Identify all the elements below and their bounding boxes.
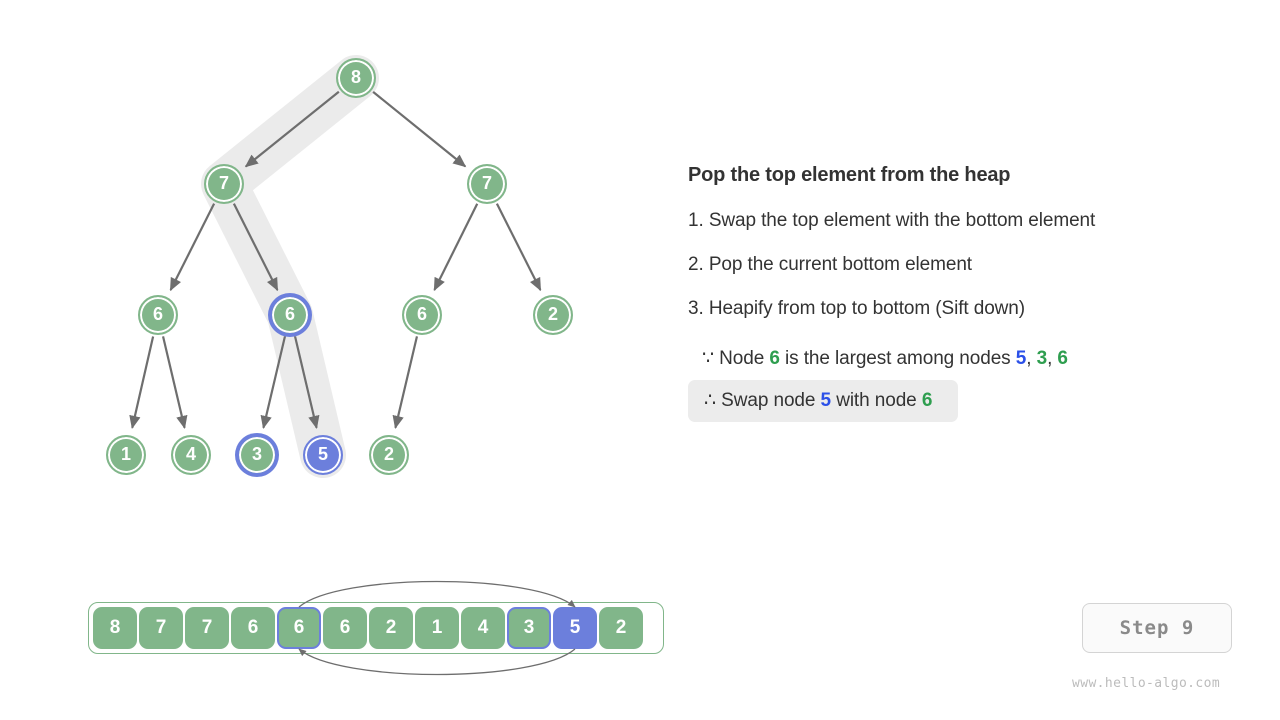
therefore-symbol: ∴ xyxy=(704,390,716,411)
tree-node: 3 xyxy=(237,435,277,475)
array-cell: 2 xyxy=(599,607,643,649)
tree-edge xyxy=(372,90,467,168)
array-cell-value: 6 xyxy=(339,617,351,638)
array-cell: 7 xyxy=(185,607,229,649)
array-cell-value: 6 xyxy=(247,617,259,638)
array-cell-value: 5 xyxy=(569,617,581,638)
array-cell-value: 7 xyxy=(155,617,167,638)
highlight-ribbon xyxy=(201,55,379,478)
tree-node-value: 6 xyxy=(416,304,427,324)
tree-node: 2 xyxy=(533,295,573,335)
conclusion-line: ∴ Swap node 5 with node 6 xyxy=(688,380,959,422)
tree-node-value: 8 xyxy=(350,67,361,87)
reason-pre: Node xyxy=(714,348,770,369)
array-cell: 8 xyxy=(93,607,137,649)
tree-node: 2 xyxy=(369,435,409,475)
page-title: Pop the top element from the heap xyxy=(688,164,1011,186)
step-item-1: 1. Swap the top element with the bottom … xyxy=(688,210,1096,231)
conclusion-to-value: 6 xyxy=(921,390,933,411)
array-cell-value: 1 xyxy=(431,617,443,638)
tree-node-value: 1 xyxy=(120,444,131,464)
array-cell: 7 xyxy=(139,607,183,649)
array-cell-value: 6 xyxy=(293,617,305,638)
tree-node: 5 xyxy=(303,435,343,475)
tree-node: 4 xyxy=(171,435,211,475)
tree-node: 6 xyxy=(402,295,442,335)
explanation-panel: Pop the top element from the heap 1. Swa… xyxy=(688,164,1248,422)
tree-edge xyxy=(169,203,216,292)
because-symbol: ∵ xyxy=(702,348,714,369)
tree-node-value: 2 xyxy=(383,444,394,464)
tree-edge xyxy=(392,336,419,430)
array-cell: 2 xyxy=(369,607,413,649)
watermark: www.hello-algo.com xyxy=(1072,676,1221,691)
tree-node: 1 xyxy=(106,435,146,475)
reason-sep-1: , xyxy=(1026,348,1037,369)
array-cell-value: 2 xyxy=(385,617,397,638)
tree-edges xyxy=(129,90,542,430)
array-cells: 8 7 7 6 6 6 2 1 4 3 5 2 xyxy=(93,607,643,649)
reason-line: ∵ Node 6 is the largest among nodes 5, 3… xyxy=(688,345,1248,372)
reason-candidate-3: 6 xyxy=(1057,348,1068,369)
array-cell-value: 7 xyxy=(201,617,213,638)
reason-candidate-1: 5 xyxy=(1015,348,1027,369)
tree-edge xyxy=(495,203,542,292)
array-cell: 6 xyxy=(231,607,275,649)
array-cell: 6 xyxy=(277,607,321,649)
array-cell-value: 8 xyxy=(109,617,121,638)
reason-mid: is the largest among nodes xyxy=(779,348,1016,369)
reason-candidate-2: 3 xyxy=(1036,348,1048,369)
array-cell-value: 2 xyxy=(615,617,627,638)
step-item-3: 3. Heapify from top to bottom (Sift down… xyxy=(688,298,1025,319)
array-cell: 1 xyxy=(415,607,459,649)
conclusion-from-value: 5 xyxy=(820,390,832,411)
tree-edge xyxy=(129,336,155,429)
tree-node-value: 2 xyxy=(547,304,558,324)
array-cell: 3 xyxy=(507,607,551,649)
tree-node: 6 xyxy=(138,295,178,335)
tree-node: 7 xyxy=(204,164,244,204)
tree-node: 8 xyxy=(336,58,376,98)
tree-node: 7 xyxy=(467,164,507,204)
tree-node-value: 6 xyxy=(284,304,295,324)
array-cell: 4 xyxy=(461,607,505,649)
tree-edge xyxy=(161,336,188,430)
tree-edge xyxy=(232,203,279,292)
conclusion-pre: Swap node xyxy=(716,390,821,411)
conclusion-mid: with node xyxy=(831,390,922,411)
conclusion-wrap: ∴ Swap node 5 with node 6 xyxy=(688,380,1248,422)
tree-edge xyxy=(244,90,340,168)
array-cell: 5 xyxy=(553,607,597,649)
tree-node-value: 3 xyxy=(251,444,262,464)
tree-node-value: 5 xyxy=(317,444,328,464)
heap-array: 8 7 7 6 6 6 2 1 4 3 5 2 xyxy=(88,578,688,678)
tree-node-value: 7 xyxy=(218,173,229,193)
array-cell: 6 xyxy=(323,607,367,649)
tree-edge xyxy=(260,336,287,430)
heap-tree-graph xyxy=(129,55,542,478)
array-cell-value: 3 xyxy=(523,617,535,638)
tree-edge xyxy=(293,336,320,430)
step-item-2: 2. Pop the current bottom element xyxy=(688,254,972,275)
tree-edge xyxy=(433,203,479,292)
tree-node-value: 7 xyxy=(481,173,492,193)
array-cell-value: 4 xyxy=(477,617,489,638)
tree-node-value: 4 xyxy=(185,444,196,464)
reason-node-value: 6 xyxy=(769,348,780,369)
tree-node: 6 xyxy=(270,295,310,335)
tree-node-value: 6 xyxy=(152,304,163,324)
sift-down-path-highlight xyxy=(201,55,379,478)
reason-sep-2: , xyxy=(1047,348,1058,369)
step-badge: Step 9 xyxy=(1082,603,1232,653)
